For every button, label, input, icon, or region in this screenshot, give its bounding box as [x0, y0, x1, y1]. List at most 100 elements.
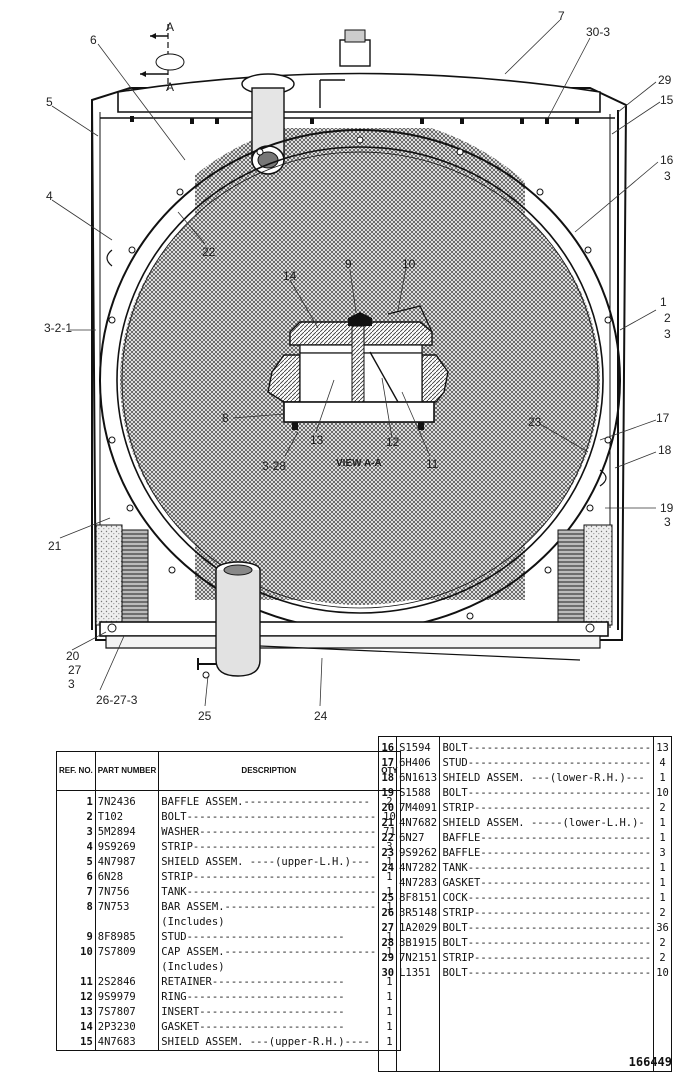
cell-desc: WASHER---------------------------- [158, 825, 380, 840]
callout-9: 9 [345, 257, 352, 271]
cell-ref: 28 [378, 936, 398, 951]
cell-part: 7N753 [95, 900, 160, 915]
cell-ref [378, 996, 398, 1011]
cell-desc: (Includes) [158, 915, 380, 930]
callout-30-3: 30-3 [586, 25, 610, 39]
cell-desc [439, 996, 655, 1011]
table-row [378, 996, 672, 1011]
top-tank [117, 29, 601, 124]
callout-15: 15 [660, 93, 674, 107]
cell-desc: INSERT----------------------- [158, 1005, 380, 1020]
cell-desc [439, 1026, 655, 1041]
table-row: (Includes) [56, 960, 401, 975]
cell-part: 4N7282 [396, 861, 441, 876]
cell-qty: 1 [659, 877, 666, 889]
cell-desc: STRIP---------------------------- [439, 801, 655, 816]
cell-desc: STRIP----------------------------- [158, 870, 380, 885]
radiator-exploded-diagram: A A [44, 9, 674, 723]
cell-qty: 2 [659, 952, 666, 964]
cell-part [396, 981, 441, 996]
cell-qty: 1 [659, 892, 666, 904]
cell-desc [439, 1011, 655, 1026]
cell-part: 6H406 [396, 756, 441, 771]
cell-ref: 15 [56, 1035, 96, 1051]
shroud-frame [90, 87, 628, 641]
header-ref: REF. NO. [56, 751, 96, 791]
callout-6: 6 [90, 33, 97, 47]
cell-part: S1594 [396, 736, 441, 756]
callout-22: 22 [202, 245, 216, 259]
view-label: VIEW A-A [336, 458, 382, 469]
cell-ref: 12 [56, 990, 96, 1005]
cell-ref: 7 [56, 885, 96, 900]
callout-24: 24 [314, 709, 328, 723]
cell-ref [378, 1041, 398, 1056]
callout-26-27-3: 26-27-3 [96, 693, 138, 707]
header-description: DESCRIPTION [158, 751, 380, 791]
cell-qty: 10 [656, 787, 669, 799]
callout-16: 16 [660, 153, 674, 167]
cell-qty [654, 1011, 672, 1026]
cell-qty [654, 996, 672, 1011]
cell-ref: 26 [378, 906, 398, 921]
cell-qty: 1 [659, 817, 666, 829]
cell-ref: 23 [378, 846, 398, 861]
cell-desc: STRIP---------------------------- [439, 906, 655, 921]
callout-3-2-1: 3-2-1 [44, 321, 72, 335]
cell-part: 9S9262 [396, 846, 441, 861]
callout-19-qty: 3 [664, 515, 671, 529]
cell-desc: RETAINER--------------------- [158, 975, 380, 990]
cell-part: 7M4091 [396, 801, 441, 816]
cell-ref: 19 [378, 786, 398, 801]
cell-part [396, 1011, 441, 1026]
callout-16-qty: 3 [664, 169, 671, 183]
cell-desc: RING------------------------- [158, 990, 380, 1005]
cell-ref: 8 [56, 900, 96, 915]
cell-qty: 10 [656, 967, 669, 979]
cell-ref: 24 [378, 861, 398, 876]
cell-part: 3R5148 [396, 906, 441, 921]
cell-part: 6N1613 [396, 771, 441, 786]
cell-part: 4N7283 [396, 876, 441, 891]
cell-part: S1588 [396, 786, 441, 801]
cell-ref: 4 [56, 840, 96, 855]
callout-25: 25 [198, 709, 212, 723]
cell-qty: 3 [659, 847, 666, 859]
cell-part: 7S7807 [95, 1005, 160, 1020]
cell-desc: BAFFLE--------------------------- [439, 846, 655, 861]
callout-14: 14 [283, 269, 297, 283]
cell-desc: CAP ASSEM.------------------------ [158, 945, 380, 960]
cell-part: 7N2151 [396, 951, 441, 966]
cell-qty: 4 [659, 757, 666, 769]
cell-part: 3B1915 [396, 936, 441, 951]
cell-ref: 17 [378, 756, 398, 771]
callout-11: 11 [426, 457, 439, 471]
callout-numbers: 7 30-3 29 15 16 3 6 5 4 22 14 9 10 3-2-1… [44, 9, 674, 723]
table-row [378, 981, 672, 996]
cell-part: 9S9269 [95, 840, 160, 855]
cell-desc: BOLT------------------------------ [158, 810, 380, 825]
cell-desc: COCK----------------------------- [439, 891, 655, 906]
view-a-a-section: VIEW A-A [267, 305, 449, 469]
table-row [378, 1026, 672, 1041]
cell-desc: BOLT----------------------------- [439, 936, 655, 951]
cell-desc: STUD------------------------- [158, 930, 380, 945]
cell-desc: SHIELD ASSEM. ----(upper-L.H.)--- [158, 855, 380, 870]
cell-desc [439, 1056, 655, 1072]
header-part-number: PART NUMBER [94, 751, 160, 791]
callout-3: 3 [664, 327, 671, 341]
